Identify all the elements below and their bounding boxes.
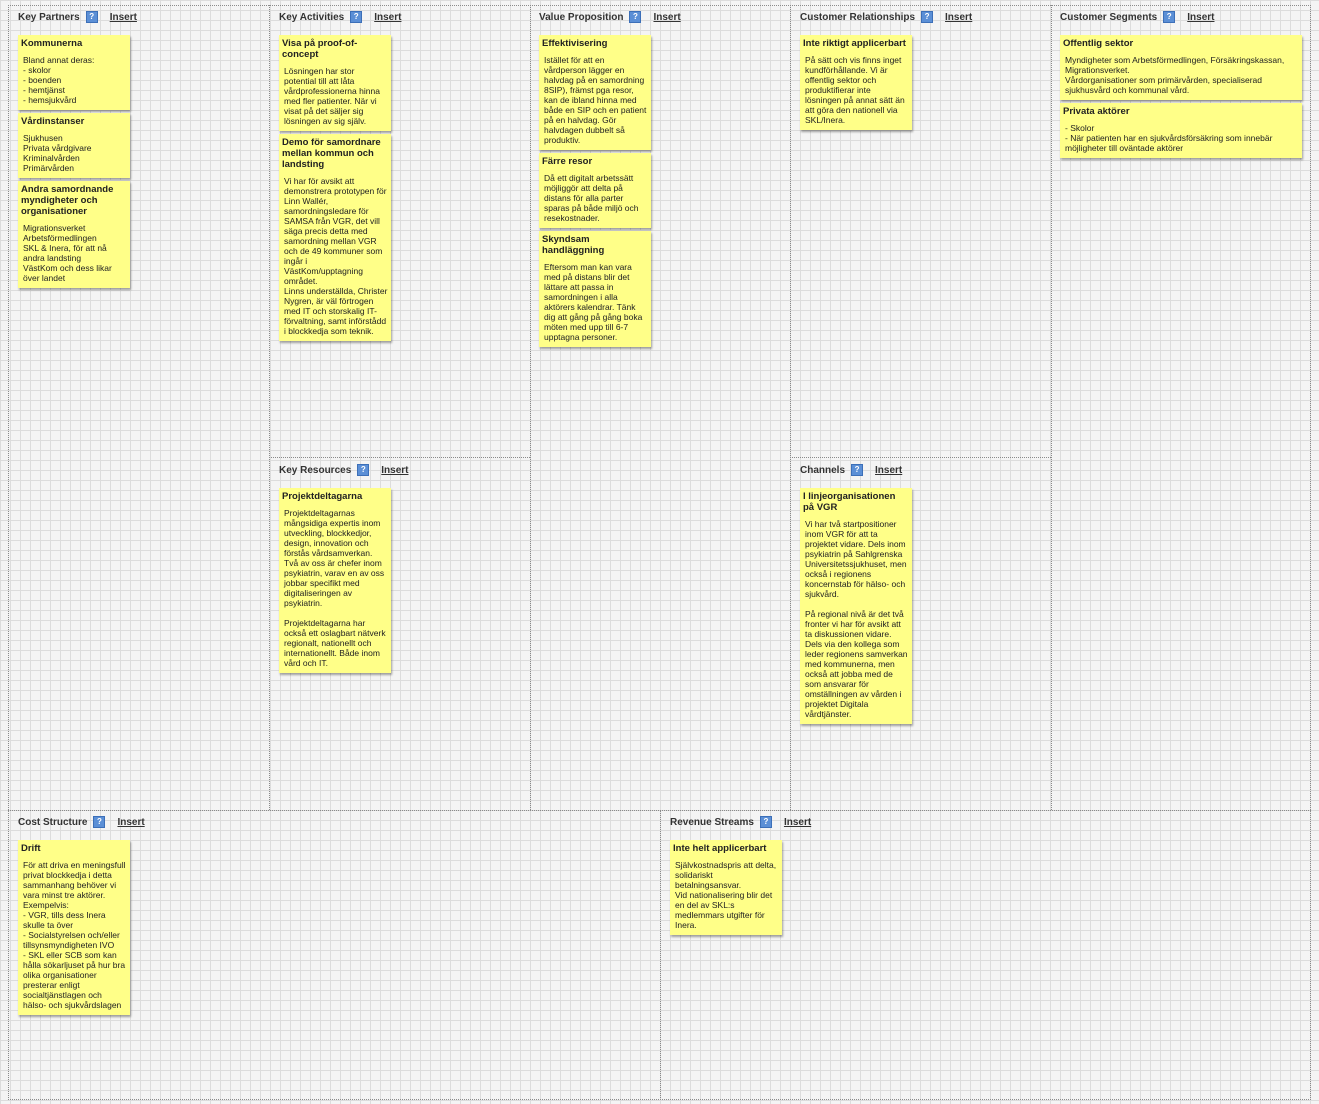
help-icon[interactable]: ? (851, 464, 864, 476)
notes-list: Inte riktigt applicerbart På sätt och vis… (800, 35, 912, 133)
divider (269, 457, 530, 458)
section-title: Key Resources (279, 464, 352, 476)
note-title: Vårdinstanser (21, 116, 85, 127)
section-title: Revenue Streams (670, 816, 754, 828)
note-body: Vi har två startpositioner inom VGR för … (805, 519, 908, 719)
note-body: För att driva en meningsfull privat bloc… (23, 860, 126, 1010)
customer-segments-section: Customer Segments ? Insert Offentlig sek… (1051, 5, 1311, 810)
note-body: På sätt och vis finns inget kundförhålla… (805, 55, 905, 125)
note-title: I linjeorganisationen på VGR (803, 491, 896, 513)
sticky-note[interactable]: Inte riktigt applicerbart På sätt och vis… (800, 35, 912, 130)
divider (8, 810, 1311, 811)
help-icon[interactable]: ? (759, 816, 772, 828)
note-title: Inte helt applicerbart (673, 843, 767, 854)
insert-link[interactable]: Insert (109, 11, 137, 23)
sticky-note[interactable]: I linjeorganisationen på VGR Vi har två s… (800, 488, 912, 724)
note-title: Drift (21, 843, 41, 854)
section-title: Cost Structure (18, 816, 88, 828)
section-title: Customer Relationships (800, 11, 916, 23)
sticky-note[interactable]: Privata aktörer - Skolor - När patienten … (1060, 103, 1302, 158)
divider (660, 810, 661, 1100)
channels-section: Channels ? Insert I linjeorganisationen … (791, 458, 1051, 810)
insert-link[interactable]: Insert (1187, 11, 1215, 23)
note-body: Vi har för avsikt att demonstrera protot… (284, 176, 388, 336)
help-icon[interactable]: ? (350, 11, 363, 23)
note-body: Eftersom man kan vara med på distans bli… (544, 262, 643, 342)
notes-list: I linjeorganisationen på VGR Vi har två s… (800, 488, 912, 727)
customer-relationships-section: Customer Relationships ? Insert Inte rik… (791, 5, 1051, 457)
sticky-note[interactable]: Andra samordnande myndigheter och organi… (18, 181, 130, 288)
section-title: Key Partners (18, 11, 80, 23)
insert-link[interactable]: Insert (653, 11, 681, 23)
help-icon[interactable]: ? (921, 11, 934, 23)
note-title: Visa på proof-of-concept (282, 38, 358, 60)
note-title: Kommunerna (21, 38, 83, 49)
section-title: Channels (800, 464, 846, 476)
help-icon[interactable]: ? (93, 816, 106, 828)
insert-link[interactable]: Insert (374, 11, 402, 23)
note-title: Effektivisering (542, 38, 608, 49)
help-icon[interactable]: ? (85, 11, 98, 23)
note-title: Skyndsam handläggning (542, 234, 605, 256)
note-title: Projektdeltagarna (282, 491, 363, 502)
insert-link[interactable]: Insert (381, 464, 409, 476)
divider (790, 457, 1051, 458)
note-body: Sjukhusen Privata vårdgivare Kriminalvår… (23, 133, 92, 173)
note-title: Färre resor (542, 156, 593, 167)
divider (530, 5, 531, 810)
divider (1051, 5, 1052, 810)
insert-link[interactable]: Insert (875, 464, 903, 476)
note-title: Andra samordnande myndigheter och organi… (21, 184, 114, 217)
value-proposition-section: Value Proposition ? Insert Effektiviseri… (530, 5, 790, 810)
note-body: Då ett digitalt arbetssätt möjliggör att… (544, 173, 639, 223)
note-title: Inte riktigt applicerbart (803, 38, 906, 49)
divider (790, 5, 791, 810)
divider (269, 5, 270, 810)
help-icon[interactable]: ? (1163, 11, 1176, 23)
insert-link[interactable]: Insert (783, 816, 812, 828)
note-body: Migrationsverket Arbetsförmedlingen SKL … (23, 223, 112, 283)
note-body: Självkostnadspris att delta, solidariskt… (675, 860, 777, 930)
note-title: Privata aktörer (1063, 106, 1130, 117)
note-body: Myndigheter som Arbetsförmedlingen, Förs… (1065, 55, 1285, 95)
note-body: Lösningen har stor potential till att lå… (284, 66, 380, 126)
sticky-note[interactable]: Färre resor Då ett digitalt arbetssätt mö… (539, 153, 651, 228)
note-title: Offentlig sektor (1063, 38, 1134, 49)
key-resources-section: Key Resources ? Insert Projektdeltagarna… (270, 458, 530, 810)
business-model-canvas (8, 5, 1311, 1100)
note-body: - Skolor - När patienten har en sjukvård… (1065, 123, 1273, 153)
help-icon[interactable]: ? (629, 11, 642, 23)
section-title: Customer Segments (1060, 11, 1158, 23)
revenue-streams-section: Revenue Streams ? Insert Inte helt appli… (661, 810, 1311, 1100)
insert-link[interactable]: Insert (945, 11, 973, 23)
note-body: Bland annat deras: - skolor - boenden - … (23, 55, 95, 105)
section-title: Value Proposition (539, 11, 624, 23)
insert-link[interactable]: Insert (117, 816, 145, 828)
note-title: Demo för samordnare mellan kommun och la… (282, 137, 381, 170)
help-icon[interactable]: ? (357, 464, 370, 476)
section-title: Key Activities (279, 11, 345, 23)
note-body: Projektdeltagarnas mångsidiga expertis i… (284, 508, 386, 668)
sticky-note[interactable]: Demo för samordnare mellan kommun och la… (279, 134, 391, 341)
note-body: Istället för att en vårdperson lägger en… (544, 55, 647, 145)
key-activities-section: Key Activities ? Insert Visa på proof-of… (270, 5, 530, 457)
